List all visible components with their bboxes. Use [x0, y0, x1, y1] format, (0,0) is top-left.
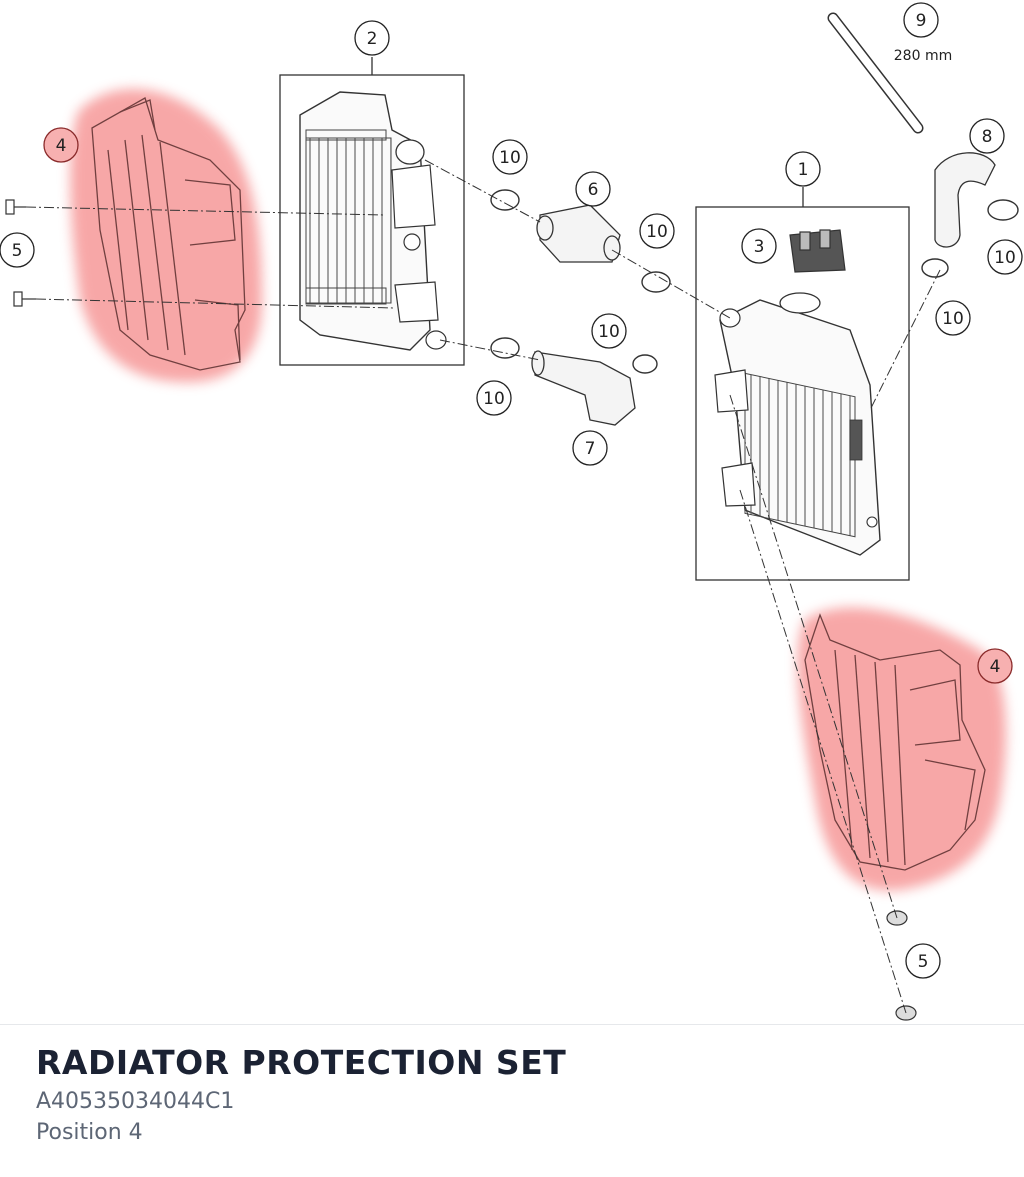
- t-connector[interactable]: [536, 204, 621, 263]
- svg-text:10: 10: [483, 389, 505, 409]
- svg-text:10: 10: [598, 322, 620, 342]
- assembly-lines: [25, 159, 941, 1014]
- position-label: Position 4: [36, 1120, 143, 1145]
- callouts: 1 2 3 4 4 5 5 6 7 8 9 280 mm 10 10 10 10…: [0, 2, 1023, 979]
- part-number: A40535034044C1: [36, 1089, 235, 1114]
- screw-left-upper[interactable]: [5, 199, 26, 215]
- svg-text:4: 4: [56, 136, 67, 156]
- hose-clamps[interactable]: [490, 189, 1019, 374]
- svg-text:8: 8: [982, 127, 993, 147]
- product-title: RADIATOR PROTECTION SET: [36, 1043, 567, 1082]
- screw-left-lower[interactable]: [13, 291, 36, 307]
- callout-2[interactable]: 2: [354, 20, 390, 56]
- radiator-left[interactable]: [299, 91, 447, 351]
- svg-text:6: 6: [588, 180, 599, 200]
- svg-text:4: 4: [990, 657, 1001, 677]
- svg-text:10: 10: [499, 148, 521, 168]
- svg-text:9: 9: [916, 11, 927, 31]
- callout-4-left[interactable]: 4: [43, 127, 79, 163]
- exploded-parts-diagram: 1 2 3 4 4 5 5 6 7 8 9 280 mm 10 10 10 10…: [0, 2, 1023, 1021]
- callout-1[interactable]: 1: [785, 151, 821, 187]
- hose-bend[interactable]: [934, 152, 996, 248]
- callout-8[interactable]: 8: [969, 118, 1005, 154]
- svg-text:10: 10: [994, 248, 1016, 268]
- callout-10-f[interactable]: 10: [987, 239, 1023, 275]
- callout-10-c[interactable]: 10: [591, 313, 627, 349]
- hose-straight[interactable]: [827, 12, 924, 134]
- radiator-right[interactable]: [714, 292, 881, 556]
- svg-text:7: 7: [585, 439, 596, 459]
- callout-9[interactable]: 9: [903, 2, 939, 38]
- svg-text:1: 1: [798, 160, 809, 180]
- guard-left-highlighted[interactable]: [70, 89, 262, 383]
- rubber-grommet[interactable]: [789, 229, 846, 273]
- svg-text:5: 5: [918, 952, 929, 972]
- callout-6[interactable]: 6: [575, 171, 611, 207]
- callout-3[interactable]: 3: [741, 228, 777, 264]
- callout-10-e[interactable]: 10: [935, 300, 971, 336]
- callout-4-right[interactable]: 4: [977, 648, 1013, 684]
- divider: [0, 1024, 1024, 1025]
- product-info: RADIATOR PROTECTION SET A40535034044C1 P…: [36, 1040, 566, 1148]
- callout-7[interactable]: 7: [572, 430, 608, 466]
- callout-5-left[interactable]: 5: [0, 232, 35, 268]
- callout-10-d[interactable]: 10: [476, 380, 512, 416]
- hose-elbow[interactable]: [531, 350, 636, 426]
- svg-text:5: 5: [12, 241, 23, 261]
- svg-text:10: 10: [942, 309, 964, 329]
- svg-text:10: 10: [646, 222, 668, 242]
- callout-10-b[interactable]: 10: [639, 213, 675, 249]
- callout-5-right[interactable]: 5: [905, 943, 941, 979]
- guard-right-highlighted[interactable]: [797, 607, 1006, 891]
- hose-length-label: 280 mm: [894, 48, 952, 64]
- callout-10-a[interactable]: 10: [492, 139, 528, 175]
- svg-text:3: 3: [754, 237, 765, 257]
- svg-text:2: 2: [367, 29, 378, 49]
